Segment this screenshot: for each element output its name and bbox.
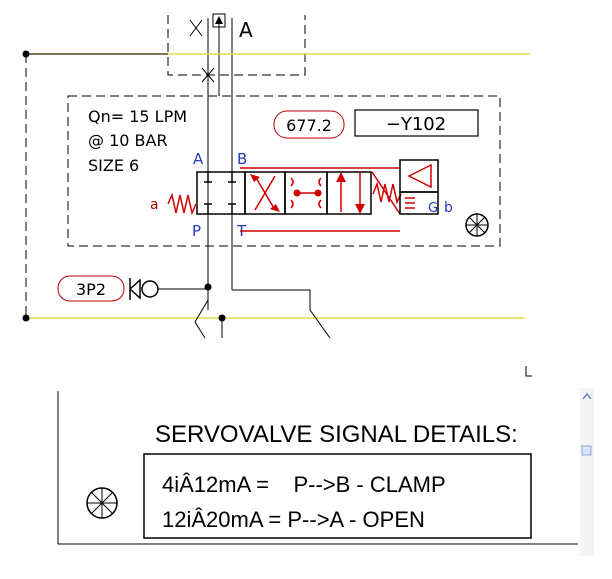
check-valve-icon bbox=[128, 278, 141, 300]
vertical-scrollbar[interactable] bbox=[580, 388, 594, 556]
signal-row-1: 4iÂ12mA = P-->B - CLAMP bbox=[162, 472, 446, 497]
ref-number-bubble: 677.2 bbox=[273, 110, 345, 139]
spec-flow: Qn= 15 LPM bbox=[88, 107, 187, 126]
pilot-box bbox=[399, 191, 439, 215]
check-tag-bubble bbox=[57, 275, 125, 302]
ref-bubble-outline bbox=[273, 110, 345, 139]
port-p-label: P bbox=[192, 222, 201, 240]
junction-dot bbox=[204, 283, 212, 291]
valve-tag-box: −Y102 bbox=[354, 109, 479, 137]
valve-tag-outline bbox=[354, 109, 479, 137]
ref-number: 677.2 bbox=[286, 116, 332, 135]
left-spring bbox=[167, 192, 197, 216]
valve-spec: Qn= 15 LPM @ 10 BAR SIZE 6 bbox=[88, 107, 187, 175]
pilot-lines bbox=[405, 197, 415, 209]
top-port-block: A bbox=[167, 13, 306, 310]
valve-envelope-left bbox=[196, 171, 246, 215]
arrowhead-icon bbox=[250, 174, 260, 182]
pressure-break-line bbox=[194, 299, 209, 339]
valve-tag: −Y102 bbox=[386, 114, 446, 135]
signal-details-panel: SERVOVALVE SIGNAL DETAILS: 4iÂ12mA = P--… bbox=[57, 391, 578, 545]
port-a-arrow-icon bbox=[215, 16, 223, 24]
junction-dot bbox=[22, 314, 30, 322]
spec-pressure: @ 10 BAR bbox=[88, 131, 168, 150]
top-x-mark-line bbox=[189, 19, 203, 37]
center-dot bbox=[314, 189, 322, 197]
supply-bus bbox=[22, 50, 530, 322]
spec-size: SIZE 6 bbox=[88, 156, 139, 175]
solenoid-b-label: b bbox=[444, 200, 453, 216]
check-tag: 3P2 bbox=[76, 280, 106, 299]
scroll-up-icon[interactable] bbox=[582, 392, 592, 400]
port-b-label: B bbox=[237, 150, 247, 168]
check-valve-group: 3P2 bbox=[57, 275, 331, 339]
signal-heading: SERVOVALVE SIGNAL DETAILS: bbox=[155, 421, 518, 448]
valve-dashed-enclosure bbox=[67, 95, 501, 247]
valve-envelope-parallel bbox=[326, 171, 372, 215]
center-dot bbox=[293, 189, 301, 197]
port-a-top-label: A bbox=[239, 18, 253, 42]
arrowhead-icon bbox=[336, 172, 346, 182]
port-a-label: A bbox=[193, 150, 204, 168]
valve-location-icon-cross bbox=[466, 214, 488, 236]
solenoid-a-label: a bbox=[150, 197, 159, 213]
check-valve-ball bbox=[141, 280, 159, 298]
tank-return-line bbox=[232, 289, 331, 339]
spring-diagonal bbox=[371, 171, 401, 215]
cursor-mark-icon bbox=[525, 366, 532, 377]
solenoid-g-label: G bbox=[428, 201, 438, 216]
right-spring bbox=[372, 181, 402, 205]
panel-location-icon-cross bbox=[87, 488, 117, 518]
throttle-marks bbox=[290, 177, 322, 209]
top-dashed-outline bbox=[167, 15, 306, 76]
solenoid-operator-box bbox=[399, 159, 439, 193]
solenoid-triangle-icon bbox=[407, 163, 432, 189]
signal-row-2: 12iÂ20mA = P-->A - OPEN bbox=[162, 507, 425, 532]
signal-box bbox=[143, 453, 532, 539]
directional-valve-symbol: a G b bbox=[150, 159, 489, 237]
scrollbar-track[interactable] bbox=[580, 388, 594, 556]
scrollbar-thumb[interactable] bbox=[581, 445, 592, 456]
arrowhead-icon bbox=[270, 204, 280, 212]
cross-flow-arrow bbox=[254, 175, 276, 211]
arrowhead-icon bbox=[355, 204, 365, 214]
x-crossing-mark bbox=[201, 67, 215, 83]
